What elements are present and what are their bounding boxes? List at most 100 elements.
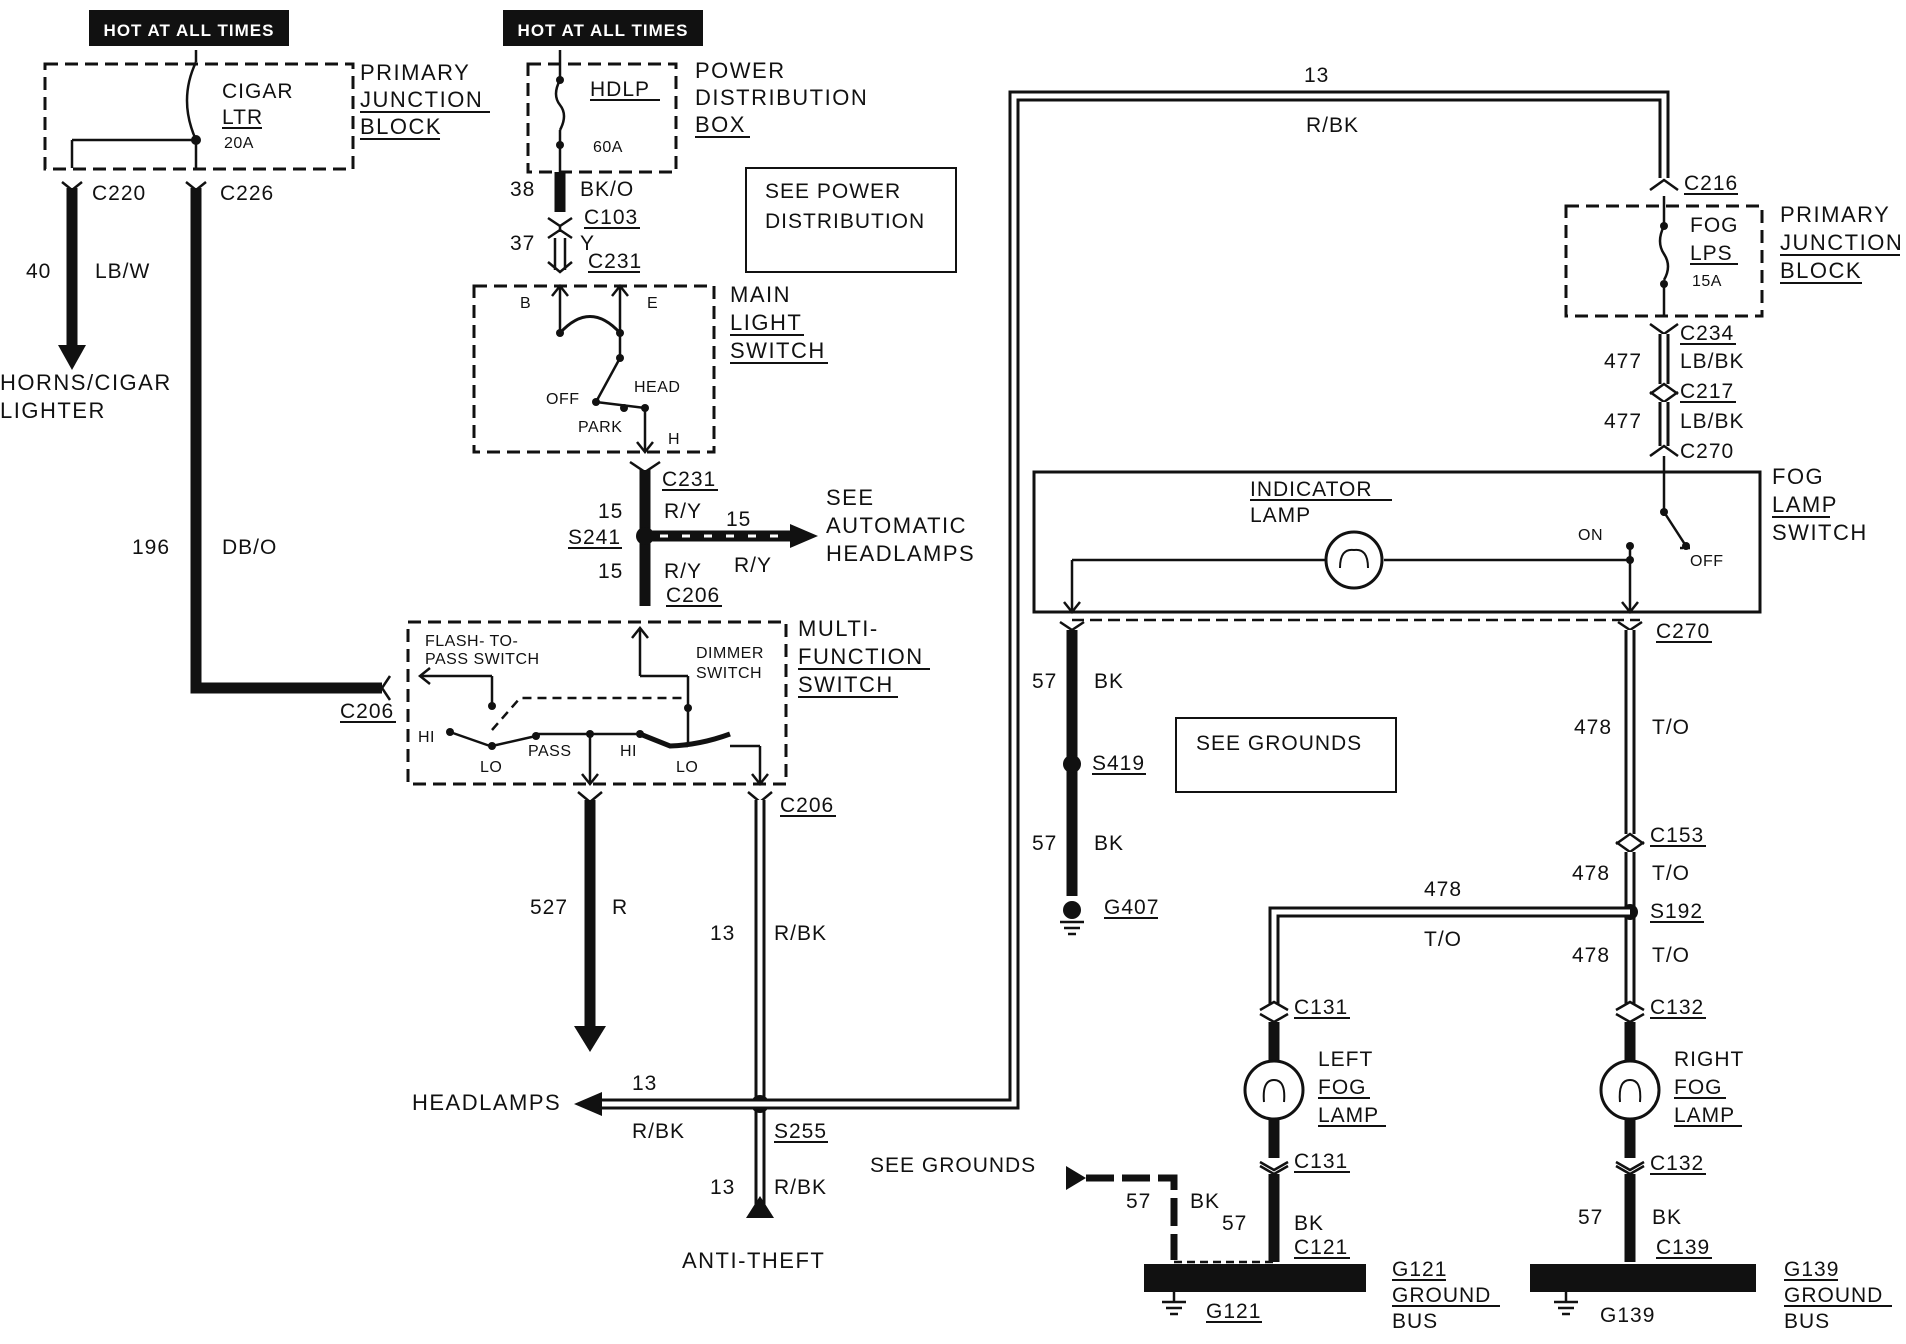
svg-text:OFF: OFF — [1690, 553, 1724, 570]
svg-text:T/O: T/O — [1652, 716, 1690, 739]
svg-text:57: 57 — [1032, 832, 1057, 855]
connector-c234: C234 — [1680, 322, 1734, 345]
svg-text:HEAD: HEAD — [634, 379, 680, 396]
connector-c217: C217 — [1680, 380, 1734, 403]
svg-text:GROUND: GROUND — [1392, 1284, 1491, 1307]
multi-function-switch: FLASH- TO- PASS SWITCH DIMMER SWITCH HI … — [406, 620, 788, 787]
svg-text:15: 15 — [726, 508, 751, 531]
svg-text:HORNS/CIGAR: HORNS/CIGAR — [0, 370, 172, 395]
svg-text:478: 478 — [1424, 878, 1462, 901]
svg-text:LAMP: LAMP — [1318, 1104, 1379, 1127]
primary-junction-block-left: CIGAR LTR 20A — [43, 50, 355, 171]
svg-text:H: H — [668, 431, 680, 448]
svg-text:BK: BK — [1094, 670, 1124, 693]
main-light-switch: B E OFF HEAD PARK H — [472, 283, 716, 455]
svg-text:HEADLAMPS: HEADLAMPS — [826, 541, 975, 566]
svg-text:HDLP: HDLP — [590, 78, 650, 101]
svg-text:SEE GROUNDS: SEE GROUNDS — [870, 1154, 1036, 1177]
svg-text:477: 477 — [1604, 350, 1642, 373]
svg-text:LO: LO — [676, 759, 698, 776]
svg-text:HI: HI — [418, 729, 435, 746]
svg-text:JUNCTION: JUNCTION — [360, 87, 483, 112]
svg-text:15A: 15A — [1692, 273, 1722, 290]
anti-theft-label: ANTI-THEFT — [682, 1248, 825, 1273]
svg-text:57: 57 — [1126, 1190, 1151, 1213]
svg-text:37: 37 — [510, 232, 535, 255]
connector-c226: C226 — [220, 182, 274, 205]
connector-c206-c: C206 — [780, 794, 834, 817]
svg-text:LEFT: LEFT — [1318, 1048, 1373, 1071]
svg-text:SWITCH: SWITCH — [1772, 520, 1868, 545]
see-power-distribution-box: SEE POWER DISTRIBUTION — [745, 167, 957, 273]
svg-text:SEE GROUNDS: SEE GROUNDS — [1196, 732, 1362, 755]
svg-text:LB/W: LB/W — [95, 260, 150, 283]
svg-text:HOT AT ALL TIMES: HOT AT ALL TIMES — [518, 21, 689, 40]
svg-text:FLASH- TO-: FLASH- TO- — [425, 633, 518, 650]
svg-text:R/Y: R/Y — [664, 500, 702, 523]
svg-text:T/O: T/O — [1652, 944, 1690, 967]
connector-c139: C139 — [1656, 1236, 1710, 1259]
splice-s192: S192 — [1650, 900, 1703, 923]
svg-text:R/Y: R/Y — [664, 560, 702, 583]
connector-c270-a: C270 — [1680, 440, 1734, 463]
svg-text:CIGAR: CIGAR — [222, 80, 294, 103]
svg-text:BK/O: BK/O — [580, 178, 634, 201]
ground-g407: G407 — [1104, 896, 1159, 919]
g121-ground-bus-label: G121 GROUND BUS — [1392, 1258, 1500, 1333]
ground-g121: G121 — [1206, 1300, 1261, 1323]
headlamps-label: HEADLAMPS — [412, 1090, 561, 1115]
circuit-40-horns: 40 LB/W C220 — [26, 181, 150, 370]
svg-text:SWITCH: SWITCH — [798, 672, 894, 697]
svg-text:DB/O: DB/O — [222, 536, 277, 559]
connector-c121: C121 — [1294, 1236, 1348, 1259]
power-distribution-box: HDLP 60A — [526, 50, 678, 174]
connector-c132-b: C132 — [1650, 1152, 1704, 1175]
connector-c206-b: C206 — [666, 584, 720, 607]
svg-text:BUS: BUS — [1392, 1310, 1438, 1333]
svg-text:T/O: T/O — [1424, 928, 1462, 951]
svg-text:R/BK: R/BK — [774, 1176, 827, 1199]
svg-text:ON: ON — [1578, 527, 1603, 544]
hot-at-all-times-label-1: HOT AT ALL TIMES — [89, 10, 289, 46]
svg-text:LB/BK: LB/BK — [1680, 350, 1745, 373]
svg-text:R: R — [612, 896, 628, 919]
wire-57-right: 57 — [1578, 1206, 1603, 1229]
svg-text:G139: G139 — [1784, 1258, 1839, 1281]
svg-text:LO: LO — [480, 759, 502, 776]
svg-text:MULTI-: MULTI- — [798, 616, 879, 641]
svg-text:SWITCH: SWITCH — [696, 665, 762, 682]
svg-text:SEE: SEE — [826, 485, 875, 510]
connector-c270-b: C270 — [1656, 620, 1710, 643]
horns-cigar-lighter-label: HORNS/CIGAR LIGHTER — [0, 370, 172, 423]
circuit-57-g407: 57 BK S419 57 BK G407 — [1032, 620, 1159, 936]
svg-text:527: 527 — [530, 896, 568, 919]
connector-c206-a: C206 — [340, 700, 394, 723]
svg-text:LB/BK: LB/BK — [1680, 410, 1745, 433]
svg-text:LTR: LTR — [222, 106, 263, 129]
connector-c131-b: C131 — [1294, 1150, 1348, 1173]
svg-text:BOX: BOX — [695, 112, 746, 137]
svg-text:R/BK: R/BK — [774, 922, 827, 945]
svg-text:MAIN: MAIN — [730, 282, 791, 307]
see-grounds-arrow: SEE GROUNDS 57 BK — [870, 1154, 1274, 1264]
circuit-527: 527 R — [530, 791, 628, 1052]
connector-c231-b: C231 — [662, 468, 716, 491]
connector-c132-a: C132 — [1650, 996, 1704, 1019]
svg-text:HOT AT ALL TIMES: HOT AT ALL TIMES — [104, 21, 275, 40]
splice-s419: S419 — [1092, 752, 1145, 775]
primary-junction-block-label: PRIMARY JUNCTION BLOCK — [360, 60, 490, 140]
svg-text:R/Y: R/Y — [734, 554, 772, 577]
wire-57-left: 57 — [1222, 1212, 1247, 1235]
svg-text:478: 478 — [1572, 862, 1610, 885]
connector-c220: C220 — [92, 182, 146, 205]
svg-text:20A: 20A — [224, 135, 254, 152]
circuit-13: C206 13 R/BK S255 13 R/BK 13 R/BK 13 R/B… — [574, 64, 1670, 1218]
svg-text:478: 478 — [1574, 716, 1612, 739]
connector-c231-a: C231 — [588, 250, 642, 273]
g139-ground-bus: G139 — [1530, 1264, 1756, 1327]
see-grounds-box: SEE GROUNDS — [1175, 717, 1397, 793]
svg-text:DISTRIBUTION: DISTRIBUTION — [695, 85, 868, 110]
svg-text:LAMP: LAMP — [1772, 492, 1838, 517]
left-fog-lamp-label: LEFT FOG LAMP — [1318, 1048, 1386, 1127]
